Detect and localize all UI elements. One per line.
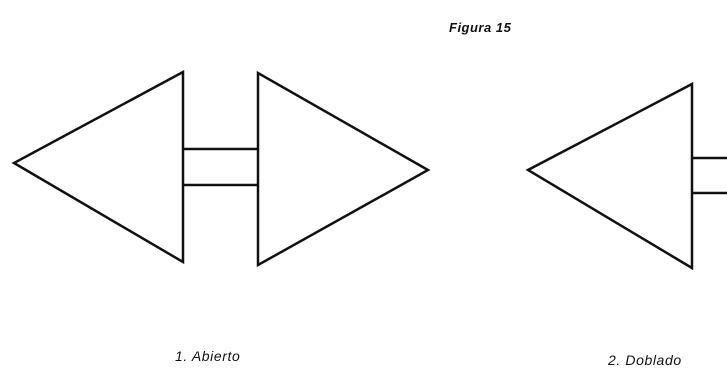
folded-triangle [525,81,694,271]
right-triangle [256,70,431,268]
panel-folded [525,81,727,271]
panel-open [11,69,431,268]
caption-open: 1. Abierto [175,348,241,364]
figure-title: Figura 15 [449,20,512,35]
caption-folded: 2. Doblado [608,352,682,368]
left-triangle [11,69,185,265]
